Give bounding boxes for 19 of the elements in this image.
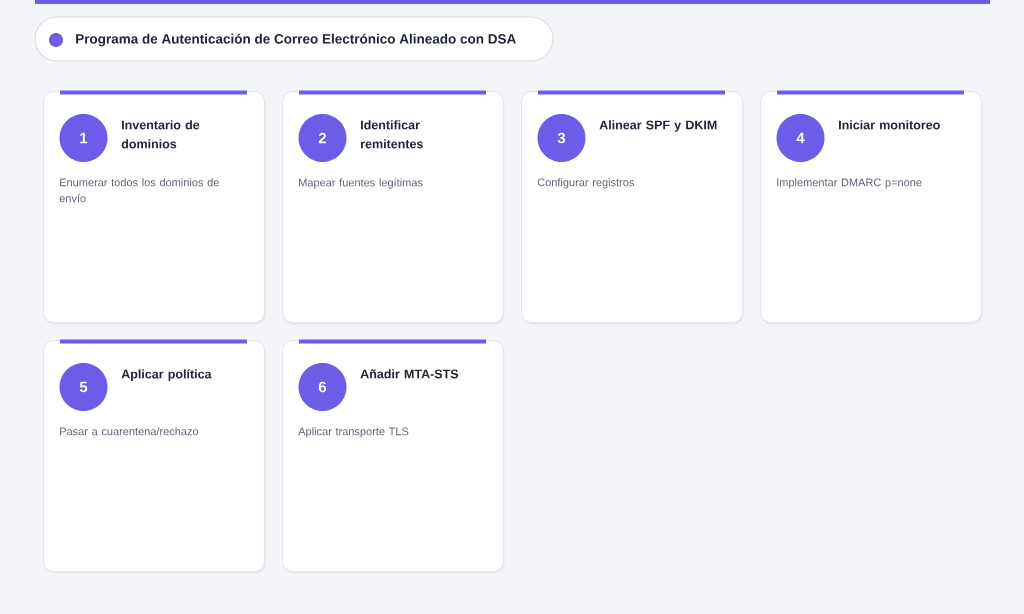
step-description: Configurar registros (537, 178, 634, 189)
step-card (282, 339, 505, 574)
step-card (43, 90, 266, 325)
step-title: Añadir MTA-STS (360, 369, 459, 379)
step-card (43, 339, 266, 574)
step-description: Pasar a cuarentena/rechazo (60, 427, 199, 436)
step-title: Alinear SPF y DKIM (599, 120, 717, 132)
step-title: Iniciar monitoreo (839, 120, 940, 130)
step-card (282, 90, 505, 325)
step-title: Aplicar política (121, 369, 212, 381)
step-description: Implementar DMARC p=none (777, 178, 922, 189)
step-title: Inventario de dominios (121, 120, 200, 149)
step-description: Aplicar transporte TLS (298, 427, 409, 438)
step-description: Enumerar todos los dominios de envío (59, 178, 219, 203)
title: Programa de Autenticación de Correo Electrónico Alineado con DSA (76, 33, 516, 47)
step-card (760, 90, 983, 325)
step-card (521, 90, 744, 325)
step-description: Mapear fuentes legítimas (299, 178, 423, 189)
step-title: Identificar remitentes (361, 120, 423, 149)
